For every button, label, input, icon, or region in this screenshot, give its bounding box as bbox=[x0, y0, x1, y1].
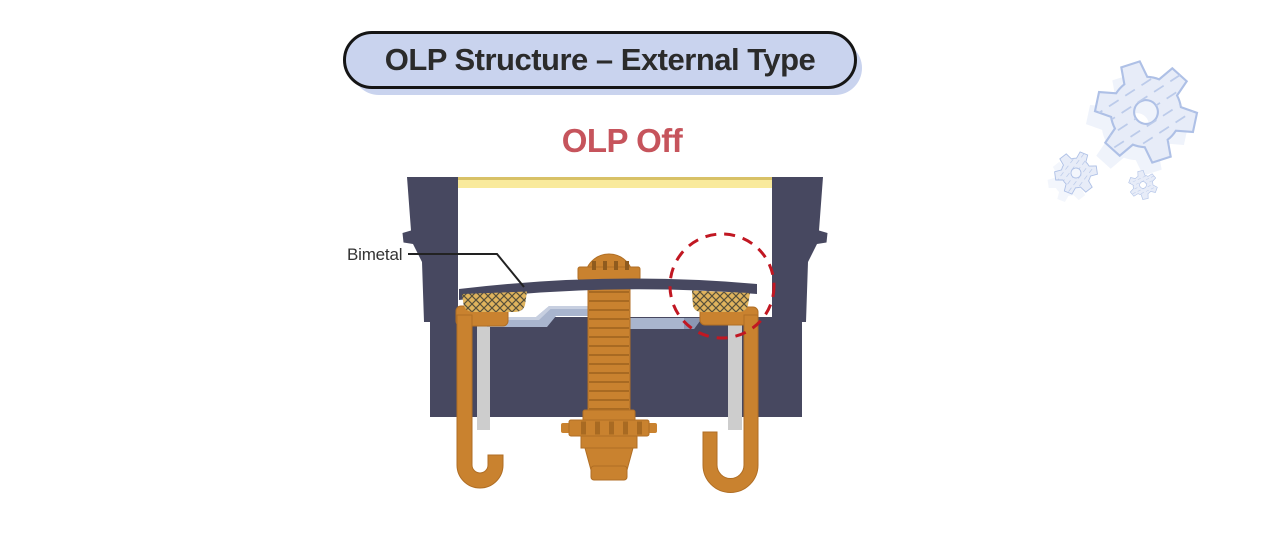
contact-pad-left bbox=[462, 291, 527, 312]
contact-pad-right bbox=[692, 290, 750, 312]
page-title: OLP Structure – External Type bbox=[384, 42, 816, 77]
screw-thread bbox=[587, 281, 631, 419]
lid-gasket bbox=[458, 177, 772, 188]
bimetal-label: Bimetal bbox=[347, 245, 403, 264]
bimetal-strip bbox=[459, 278, 757, 300]
gear-icon bbox=[1050, 134, 1103, 212]
lead-strip-left bbox=[477, 320, 490, 430]
state-label: OLP Off bbox=[561, 122, 683, 159]
contact-highlight-circle bbox=[668, 232, 776, 340]
title-banner: OLP Structure – External Type bbox=[343, 31, 857, 89]
adjust-screw bbox=[561, 253, 657, 481]
housing-right-wall bbox=[772, 177, 828, 322]
bimetal-leader-line bbox=[408, 253, 525, 288]
gear-decoration bbox=[1045, 17, 1214, 213]
housing-left-wall bbox=[402, 177, 458, 322]
lead-strip-right bbox=[728, 320, 742, 430]
screw-nut bbox=[561, 409, 657, 481]
